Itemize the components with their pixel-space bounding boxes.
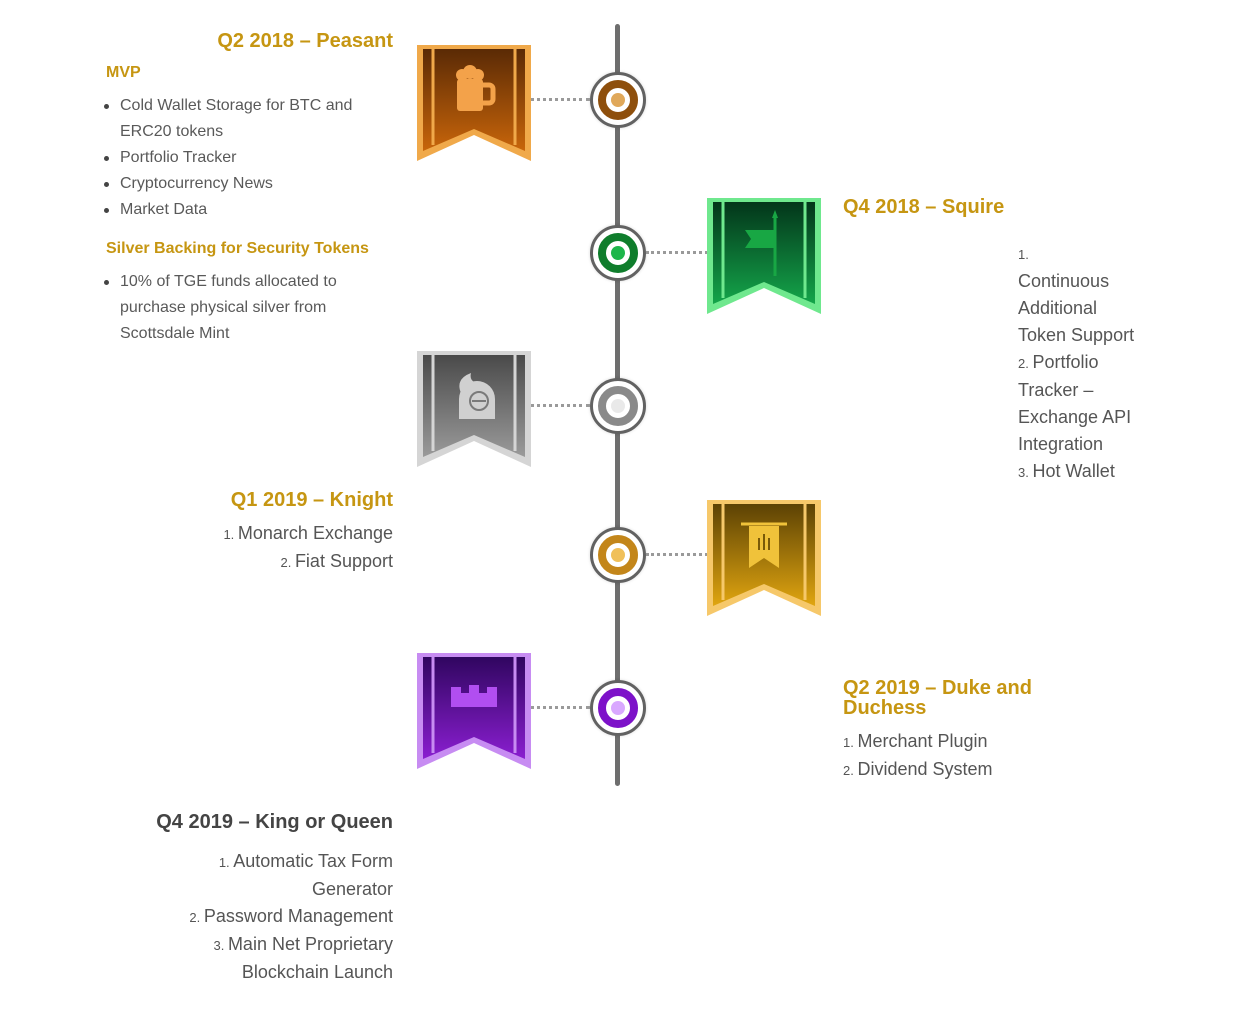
silver-heading: Silver Backing for Security Tokens bbox=[106, 240, 369, 257]
crown-icon bbox=[451, 685, 497, 707]
list-item: Cryptocurrency News bbox=[104, 171, 390, 197]
list-item: Cold Wallet Storage for BTC and ERC20 to… bbox=[104, 93, 390, 145]
king-list: 1. Automatic Tax Form Generator 2. Passw… bbox=[120, 848, 393, 986]
q2-2018-title: Q2 2018 – Peasant bbox=[217, 30, 393, 52]
flag-icon bbox=[745, 210, 778, 276]
list-item: 2. Portfolio Tracker – Exchange API Inte… bbox=[1018, 352, 1132, 454]
list-item: 1. Automatic Tax Form Generator bbox=[218, 851, 393, 899]
timeline-node-king bbox=[590, 680, 646, 736]
list-item: 1. Monarch Exchange bbox=[223, 523, 393, 543]
knight-list: 1. Monarch Exchange 2. Fiat Support bbox=[150, 520, 393, 576]
silver-list: 10% of TGE funds allocated to purchase p… bbox=[104, 269, 370, 347]
timeline-node-peasant bbox=[590, 72, 646, 128]
connector-duke bbox=[646, 553, 708, 556]
connector-squire bbox=[646, 251, 708, 254]
list-item: 10% of TGE funds allocated to purchase p… bbox=[104, 269, 370, 347]
list-item: Portfolio Tracker bbox=[104, 145, 390, 171]
mvp-list: Cold Wallet Storage for BTC and ERC20 to… bbox=[104, 93, 390, 223]
list-item: Market Data bbox=[104, 197, 390, 223]
list-item: 2. Password Management bbox=[189, 906, 393, 926]
q1-2019-title: Q1 2019 – Knight bbox=[230, 489, 393, 511]
q4-2018-title: Q4 2018 – Squire bbox=[843, 196, 1005, 218]
q4-2019-title: Q4 2019 – King or Queen bbox=[156, 811, 393, 833]
banner-icon bbox=[741, 522, 787, 568]
connector-king bbox=[530, 706, 590, 709]
knight-helmet-icon bbox=[459, 373, 495, 419]
list-item: 1.Continuous Additional Token Support bbox=[1018, 247, 1135, 345]
duke-list: 1. Merchant Plugin 2. Dividend System bbox=[843, 728, 1093, 784]
banner-knight bbox=[417, 351, 531, 467]
timeline-node-duke bbox=[590, 527, 646, 583]
squire-list: 1.Continuous Additional Token Support 2.… bbox=[1018, 240, 1136, 486]
list-item: 3. Hot Wallet bbox=[1018, 461, 1115, 481]
banner-duke bbox=[707, 500, 821, 616]
connector-knight bbox=[530, 404, 590, 407]
banner-king bbox=[417, 653, 531, 769]
list-item: 2. Fiat Support bbox=[280, 551, 393, 571]
banner-peasant bbox=[417, 45, 531, 161]
list-item: 3. Main Net Proprietary Blockchain Launc… bbox=[213, 934, 393, 982]
q2-2019-title: Q2 2019 – Duke and Duchess bbox=[843, 677, 1032, 719]
list-item: 1. Merchant Plugin bbox=[843, 731, 988, 751]
timeline-node-knight bbox=[590, 378, 646, 434]
beer-mug-icon bbox=[456, 65, 496, 111]
timeline-node-squire bbox=[590, 225, 646, 281]
list-item: 2. Dividend System bbox=[843, 759, 993, 779]
mvp-heading: MVP bbox=[106, 64, 141, 81]
banner-squire bbox=[707, 198, 821, 314]
connector-peasant bbox=[530, 98, 590, 101]
